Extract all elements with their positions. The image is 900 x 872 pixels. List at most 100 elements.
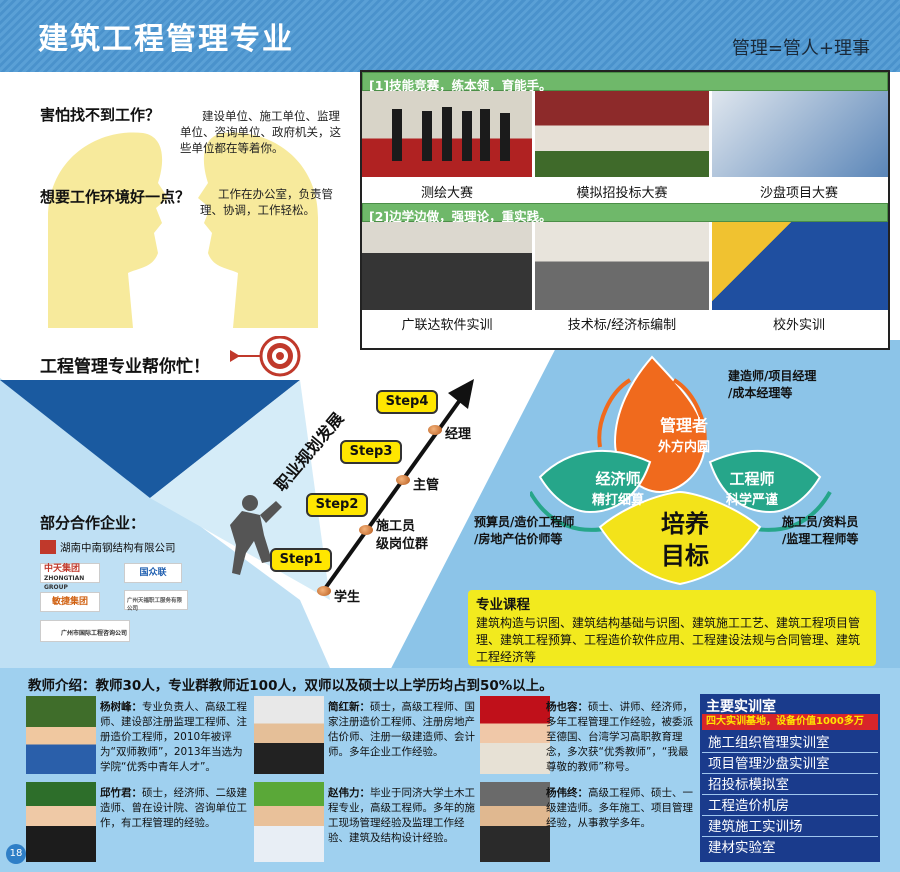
zhongnan-logo: [40, 540, 56, 554]
teacher-photo-6: [480, 782, 550, 862]
goal-economist-jobs: 预算员/造价工程师 /房地产估价师等: [474, 515, 575, 546]
level-dot-supervisor: [396, 475, 410, 485]
partner-zhongnan: 湖南中南钢结构有限公司: [60, 542, 176, 554]
goal-engineer-jobs: 施工员/资料员 /监理工程师等: [782, 515, 859, 546]
goal-engineer-sub: 科学严谨: [725, 493, 778, 508]
page-number: 18: [6, 844, 26, 864]
caption-glodon: 广联达软件实训: [401, 318, 493, 333]
teacher-2-desc: 硕士，高级工程师、国家注册造价工程师、注册房地产估价师、注册一级建造师、会计师。…: [328, 701, 475, 758]
caption-bid-prep: 技术标/经济标编制: [567, 318, 677, 333]
surveying-contest-photo: [362, 91, 532, 177]
goal-engineer: 工程师 科学严谨: [706, 468, 798, 508]
teacher-3: 杨也容：硕士、讲师、经济师，多年工程管理工作经验，被委派至德国、台湾学习高职教育…: [546, 700, 696, 775]
level-manager: 经理: [445, 427, 472, 442]
help-heading: 工程管理专业帮你忙！: [40, 357, 210, 377]
teacher-3-desc: 硕士、讲师、经济师，多年工程管理工作经验，被委派至德国、台湾学习高职教育理念，多…: [546, 701, 693, 773]
caption-bidding: 模拟招投标大赛: [576, 186, 668, 201]
minjie-logo: 敏捷集团: [40, 592, 100, 612]
bidding-contest-photo: [535, 91, 709, 177]
page-title: 建筑工程管理专业: [38, 22, 294, 57]
answer-job: 建设单位、施工单位、监理单位、咨询单位、政府机关，这些单位都在等着你。: [180, 109, 341, 155]
step4-badge: Step4: [376, 390, 438, 414]
teachers-intro: 教师介绍：教师30人，专业群教师近100人，双师以及硕士以上学历均占到50%以上…: [28, 678, 553, 694]
glodon-training-photo: [362, 222, 532, 310]
partners-title: 部分合作企业：: [40, 514, 146, 532]
career-arrow: [230, 379, 474, 592]
bid-preparation-photo: [535, 222, 709, 310]
zhongtian-logo: 中天集团 ZHONGTIAN GROUP: [40, 563, 100, 591]
teacher-5-desc: 毕业于同济大学土木工程专业，高级工程师。多年的施工现场管理经验及监理工作经验、建…: [328, 787, 475, 844]
question-job: 害怕找不到工作？: [40, 106, 161, 124]
step2-badge: Step2: [306, 493, 368, 517]
question-environment: 想要工作环境好一点？: [40, 188, 191, 206]
header-slogan: 管理=管人+理事: [731, 38, 870, 59]
courses-box: 专业课程 建筑构造与识图、建筑结构基础与识图、建筑施工工艺、建筑工程项目管理、建…: [468, 590, 876, 666]
level-supervisor: 主管: [413, 478, 440, 493]
teacher-photo-5: [254, 782, 324, 862]
lab-item-6: 建材实验室: [708, 840, 776, 856]
goal-manager-jobs: 建造师/项目经理 /成本经理等: [728, 369, 817, 400]
level-construction: 施工员 级岗位群: [376, 519, 429, 552]
caption-offcampus: 校外实训: [772, 318, 825, 333]
sandbox-contest-photo: [712, 91, 888, 177]
teacher-1-name: 杨树峰：: [100, 701, 142, 713]
level-dot-manager: [428, 425, 442, 435]
facing-heads-illustration: [48, 132, 318, 328]
target-icon: [230, 336, 301, 377]
partner-guozhonglian: 国众联: [139, 568, 167, 578]
goal-engineer-title: 工程师: [729, 470, 775, 488]
caption-surveying: 测绘大赛: [420, 186, 473, 201]
level-dot-construction: [359, 525, 373, 535]
labs-title: 主要实训室: [706, 699, 776, 715]
partner-zhongtian: 中天集团: [44, 564, 81, 574]
lab-item-5: 建筑施工实训场: [702, 817, 878, 837]
courses-title: 专业课程: [476, 597, 530, 613]
lab-item-3: 招投标模拟室: [702, 775, 878, 795]
teacher-6-desc: 高级工程师、硕士、一级建造师。多年施工、项目管理经验，从事教学多年。: [546, 787, 693, 829]
gzconsult-logo: 广州市国际工程咨询公司: [40, 620, 130, 642]
lab-item-1: 施工组织管理实训室: [702, 733, 878, 753]
goal-economist-sub: 精打细算: [591, 493, 644, 508]
tianfu-logo: 广州天福职工服务有限公司: [124, 590, 188, 612]
courses-body: 建筑构造与识图、建筑结构基础与识图、建筑施工工艺、建筑工程项目管理、建筑工程预算…: [476, 616, 861, 664]
teacher-photo-1: [26, 696, 96, 774]
offcampus-training-photo: [712, 222, 888, 310]
teacher-1: 杨树峰：专业负责人、高级工程师、建设部注册监理工程师、注册造价工程师，2010年…: [100, 700, 250, 775]
level-student: 学生: [334, 590, 361, 605]
partner-minjie: 敏捷集团: [51, 597, 88, 607]
teacher-photo-3: [480, 696, 550, 774]
level-dot-student: [317, 586, 331, 596]
panel2-heading: [2]边学边做，强理论，重实践。: [362, 203, 888, 224]
teacher-4-desc: 硕士，经济师、二级建造师、曾在设计院、咨询单位工作，有工程管理的经验。: [100, 787, 247, 829]
partner-gzconsult: 广州市国际工程咨询公司: [61, 630, 128, 637]
teacher-5: 赵伟力：毕业于同济大学土木工程专业，高级工程师。多年的施工现场管理经验及监理工作…: [328, 786, 476, 846]
header-banner: [0, 0, 900, 72]
goal-manager-title: 管理者: [659, 416, 708, 435]
teacher-6-name: 杨伟终：: [546, 787, 588, 799]
teacher-5-name: 赵伟力：: [328, 787, 370, 799]
teacher-4: 邱竹君：硕士，经济师、二级建造师、曾在设计院、咨询单位工作，有工程管理的经验。: [100, 786, 250, 831]
teacher-2-name: 简红新：: [328, 701, 370, 713]
lab-item-2: 项目管理沙盘实训室: [702, 754, 878, 774]
step3-badge: Step3: [340, 440, 402, 464]
training-goals-diagram: [530, 355, 832, 586]
teacher-1-desc: 专业负责人、高级工程师、建设部注册监理工程师、注册造价工程师，2010年被评为“…: [100, 701, 247, 773]
guozhonglian-logo: 国众联: [124, 563, 182, 583]
teacher-4-name: 邱竹君：: [100, 787, 142, 799]
teacher-2: 简红新：硕士，高级工程师、国家注册造价工程师、注册房地产估价师、注册一级建造师、…: [328, 700, 476, 760]
teacher-photo-2: [254, 696, 324, 774]
partner-zhongtian-en: ZHONGTIAN GROUP: [44, 575, 85, 591]
lab-item-4: 工程造价机房: [702, 796, 878, 816]
teacher-photo-4: [26, 782, 96, 862]
step1-badge: Step1: [270, 548, 332, 572]
goal-manager: 管理者 外方内圆: [630, 412, 738, 455]
teacher-6: 杨伟终：高级工程师、硕士、一级建造师。多年施工、项目管理经验，从事教学多年。: [546, 786, 696, 831]
partner-tianfu: 广州天福职工服务有限公司: [127, 598, 183, 612]
goal-economist-title: 经济师: [595, 470, 641, 488]
teacher-3-name: 杨也容：: [546, 701, 588, 713]
goal-manager-sub: 外方内圆: [657, 440, 710, 455]
goal-economist: 经济师 精打细算: [572, 468, 664, 508]
answer-environment: 工作在办公室，负责管理、协调，工作轻松。: [200, 187, 333, 217]
caption-sandbox: 沙盘项目大赛: [759, 186, 838, 201]
panel1-heading: [1]技能竞赛，练本领，育能手。: [362, 72, 888, 93]
